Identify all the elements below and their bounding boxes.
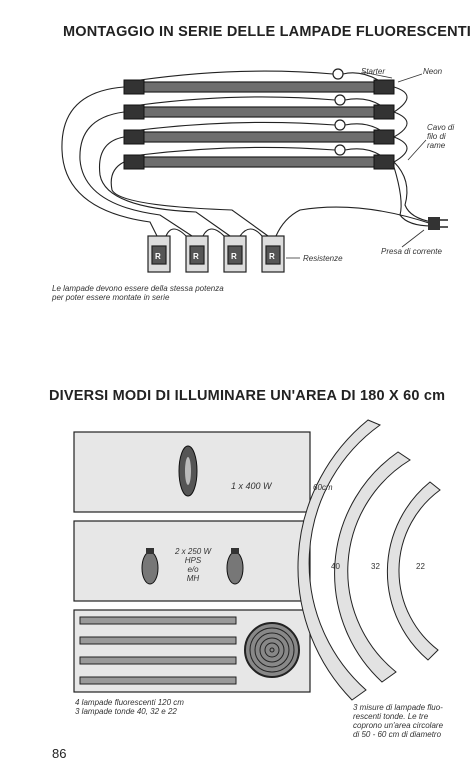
socket-label: Presa di corrente xyxy=(381,247,442,256)
box2-label-3: e/o xyxy=(187,565,199,574)
resistor-letter-3: R xyxy=(231,252,237,261)
tube-2 xyxy=(142,106,376,118)
ring-number-32: 32 xyxy=(371,562,380,571)
copper-wires xyxy=(61,70,433,237)
resistors xyxy=(147,235,285,273)
box2-label-4: MH xyxy=(186,574,200,583)
cable-label-1: Cavo di xyxy=(427,123,455,132)
dimension-label: 60cm xyxy=(313,483,333,492)
hid-bulb-400w-icon xyxy=(178,445,198,497)
section2-caption-right-1: 3 misure di lampade fluo- xyxy=(353,703,443,712)
section2-caption-right-4: di 50 - 60 cm di diametro xyxy=(353,730,442,739)
section1-title: MONTAGGIO IN SERIE DELLE LAMPADE FLUORES… xyxy=(63,24,471,40)
ring-number-22: 22 xyxy=(416,562,425,571)
starter-3 xyxy=(334,119,346,131)
fluorescent-tube-icons xyxy=(79,616,237,685)
cable-label-2: filo di xyxy=(427,132,446,141)
ring-number-40: 40 xyxy=(331,562,340,571)
resistor-letter-1: R xyxy=(155,252,161,261)
box2-label-1: 2 x 250 W xyxy=(174,547,211,556)
tube-4 xyxy=(142,156,376,168)
hid-bulb-250w-left-icon xyxy=(141,548,159,585)
section2-caption-left-2: 3 lampade tonde 40, 32 e 22 xyxy=(75,707,177,716)
section2-title: DIVERSI MODI DI ILLUMINARE UN'AREA DI 18… xyxy=(49,388,446,404)
starter-1 xyxy=(332,68,344,80)
circular-lamp-arcs xyxy=(297,419,441,701)
section1-caption-line1: Le lampade devono essere della stessa po… xyxy=(52,284,224,293)
page-number: 86 xyxy=(52,746,67,761)
tube-1 xyxy=(142,81,376,93)
starters xyxy=(332,68,346,156)
ring-32 xyxy=(334,451,411,683)
tube-end-caps xyxy=(123,79,395,170)
starter-label: Starter xyxy=(361,67,386,76)
box2-label-2: HPS xyxy=(184,556,202,565)
tube-3 xyxy=(142,131,376,143)
hid-bulb-250w-right-icon xyxy=(226,548,244,585)
box1-label: 1 x 400 W xyxy=(231,481,272,491)
resistors-label: Resistenze xyxy=(303,254,343,263)
resistor-letter-4: R xyxy=(269,252,275,261)
power-plug xyxy=(428,217,448,230)
circular-tube-icon xyxy=(244,622,300,678)
cable-label-3: rame xyxy=(427,141,446,150)
neon-label: Neon xyxy=(423,67,443,76)
box-2x250 xyxy=(73,520,311,602)
section1-caption-line2: per poter essere montate in serie xyxy=(52,293,170,302)
section2-caption-right-2: rescenti tonde. Le tre xyxy=(353,712,429,721)
section2-caption-left-1: 4 lampade fluorescenti 120 cm xyxy=(75,698,184,707)
section2-caption-right-3: coprono un'area circolare xyxy=(353,721,444,730)
starter-4 xyxy=(334,144,346,156)
label-pointers xyxy=(286,71,427,259)
ring-22 xyxy=(386,481,441,661)
resistor-letter-2: R xyxy=(193,252,199,261)
ring-40 xyxy=(297,419,382,701)
starter-2 xyxy=(334,94,346,106)
